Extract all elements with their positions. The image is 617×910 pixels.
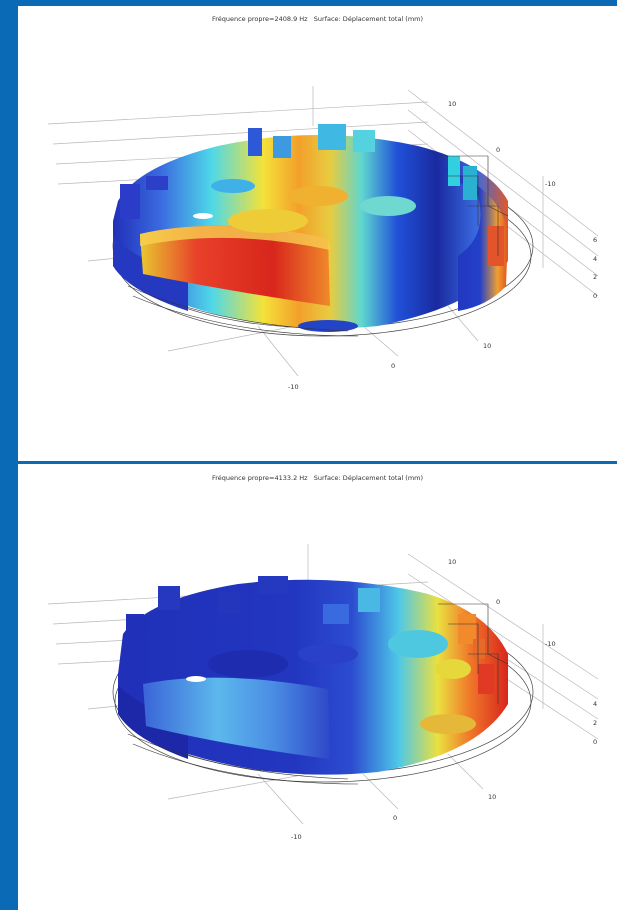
movement-model-2 (118, 576, 508, 775)
axis-tick-z3-2: 0 (593, 738, 597, 746)
plot-panel-1: Fréquence propre=2408.9 Hz Surface: Dépl… (18, 6, 617, 461)
axis-tick-x-neg-2: -10 (291, 833, 302, 841)
axis-tick-x-pos-2: 10 (488, 793, 496, 801)
axis-tick-y-top-1: 10 (448, 100, 456, 108)
top-frame-bar (0, 0, 617, 6)
axis-tick-z4-1: 0 (593, 292, 597, 300)
movement-model-1 (113, 124, 508, 332)
axis-tick-x-zero-2: 0 (393, 814, 397, 822)
axis-tick-z3-1: 2 (593, 273, 597, 281)
axis-tick-z1-2: 4 (593, 700, 597, 708)
axis-tick-z2-2: 2 (593, 719, 597, 727)
axis-tick-z2-1: 4 (593, 255, 597, 263)
axis-tick-y-neg-2: -10 (545, 640, 556, 648)
axis-tick-x-neg-1: -10 (288, 383, 299, 391)
axis-tick-y-top-2: 10 (448, 558, 456, 566)
axis-tick-z1-1: 6 (593, 236, 597, 244)
axis-tick-y-mid-2: 0 (496, 598, 500, 606)
left-frame-bar (0, 0, 18, 910)
axis-tick-y-mid-1: 0 (496, 146, 500, 154)
panel-divider (18, 461, 617, 464)
mode-shape-plot-2: 10 0 -10 4 2 0 10 0 -10 (47, 544, 599, 841)
plot-title-1: Fréquence propre=2408.9 Hz Surface: Dépl… (211, 15, 424, 23)
plot-panel-2: Fréquence propre=4133.2 Hz Surface: Dépl… (18, 464, 617, 910)
axis-tick-y-neg-1: -10 (545, 180, 556, 188)
mode-shape-plot-1: 10 0 -10 6 4 2 0 10 0 -10 (47, 86, 599, 391)
axis-tick-x-zero-1: 0 (391, 362, 395, 370)
axis-tick-x-pos-1: 10 (483, 342, 491, 350)
plot-title-2: Fréquence propre=4133.2 Hz Surface: Dépl… (211, 474, 424, 482)
